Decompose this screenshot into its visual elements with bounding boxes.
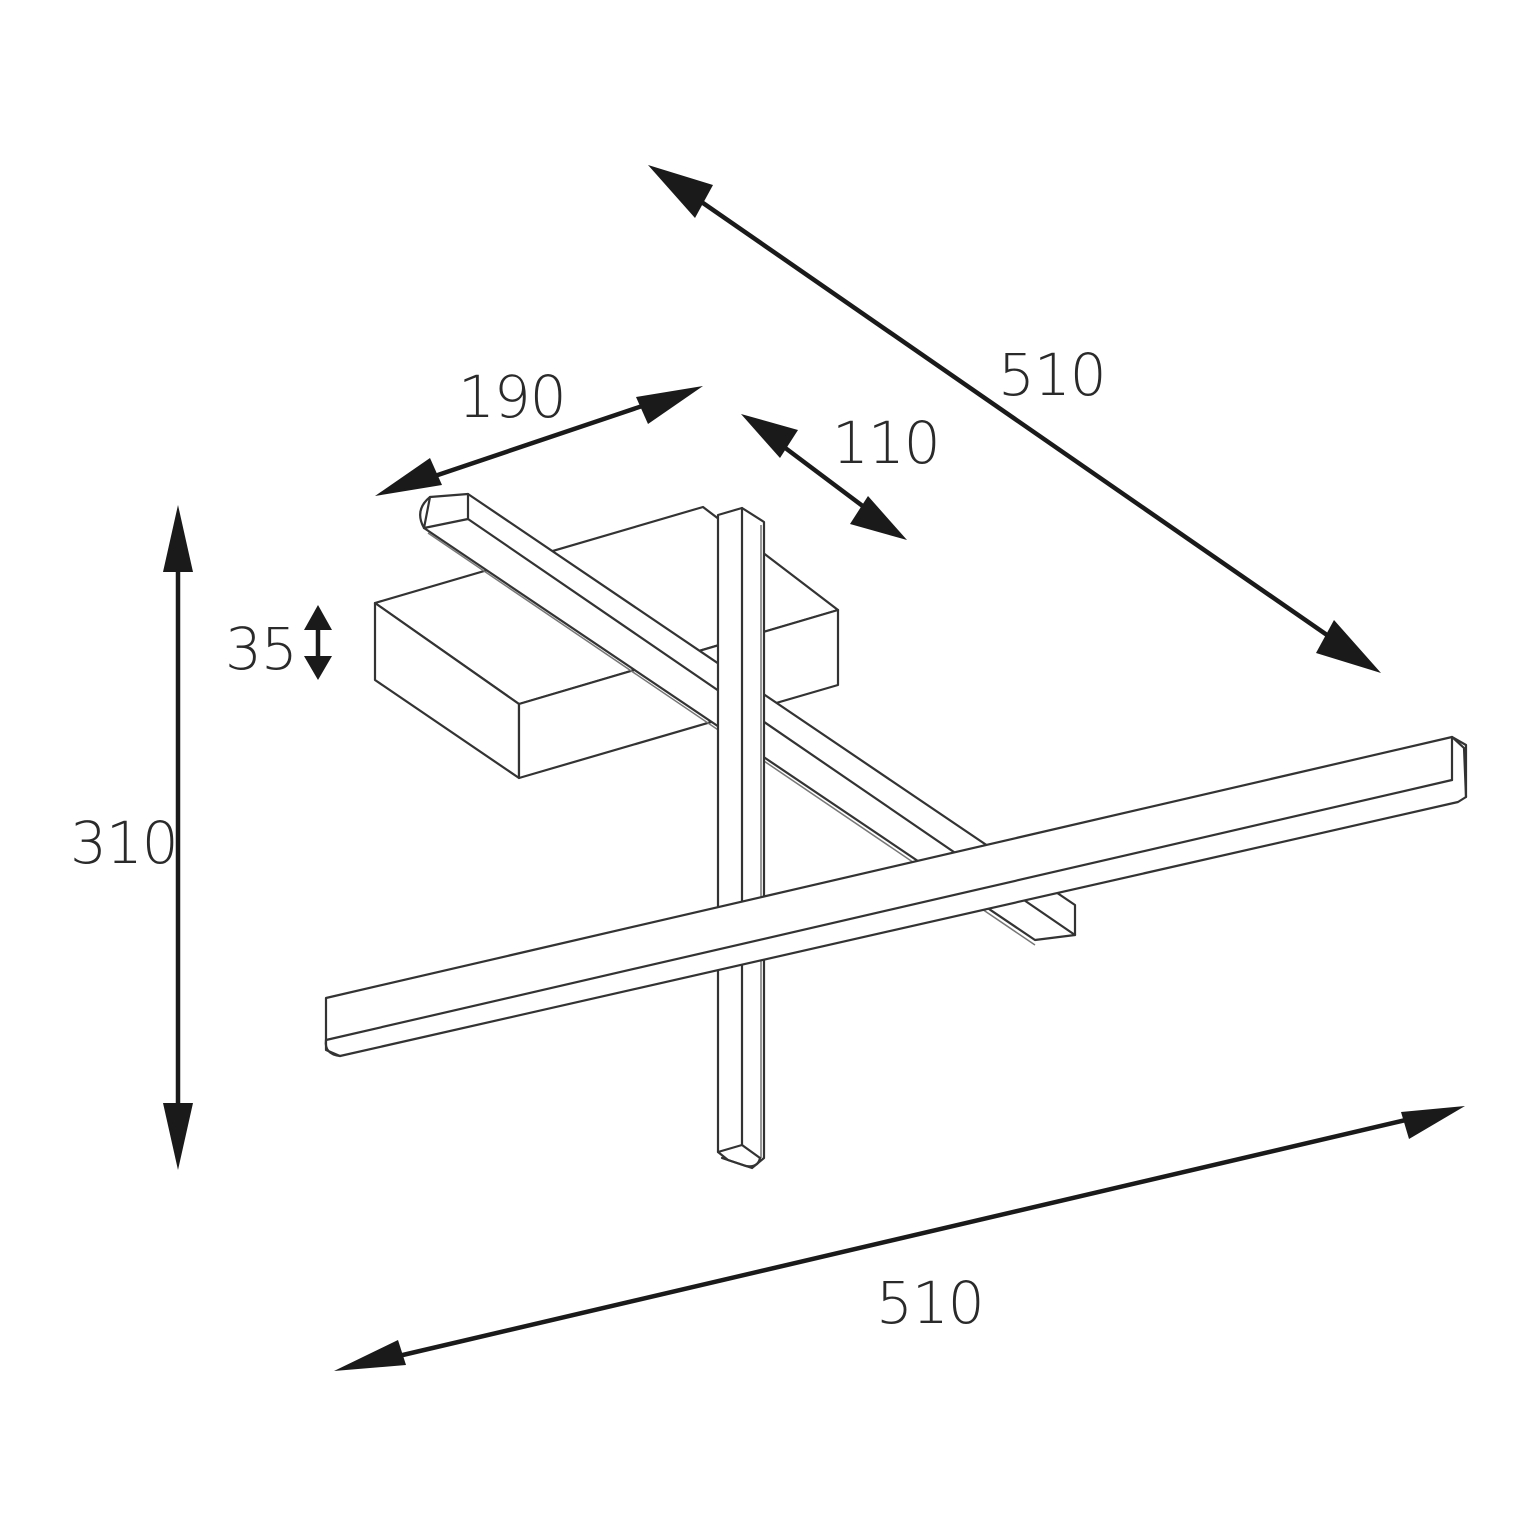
label-width-total: 510 — [876, 1269, 985, 1337]
dimension-arrow-base-height — [304, 605, 332, 680]
dimension-arrow-width — [334, 1106, 1465, 1371]
dimension-arrow-base-depth — [741, 414, 907, 540]
label-base-height: 35 — [225, 615, 298, 683]
label-depth-total: 510 — [998, 341, 1107, 409]
long-bar — [324, 735, 1468, 1058]
label-base-width: 190 — [458, 363, 567, 431]
label-height-total: 310 — [70, 809, 179, 877]
dimension-arrow-height — [163, 505, 193, 1170]
label-base-depth: 110 — [832, 409, 941, 477]
dimension-arrow-depth — [648, 165, 1381, 673]
vertical-bar — [716, 506, 766, 1170]
dimension-arrow-base-width — [375, 386, 703, 496]
